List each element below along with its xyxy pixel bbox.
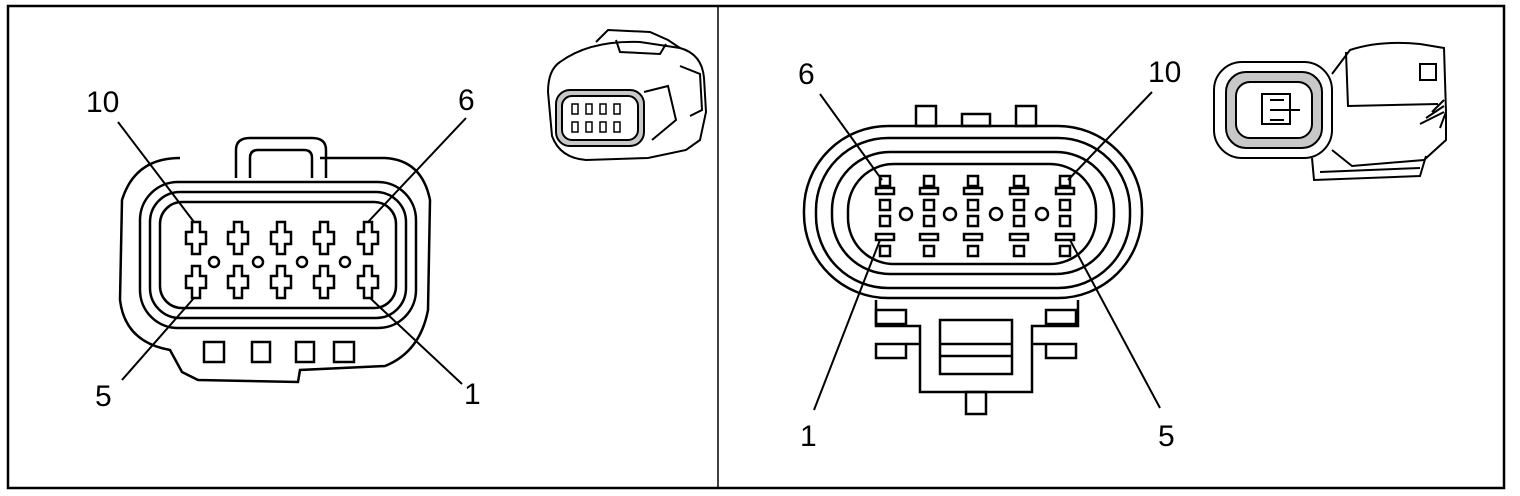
alignment-holes: [898, 206, 1050, 222]
left-terminals: [184, 220, 380, 300]
left-connector-face: [118, 136, 432, 384]
left-label-top-right: 6: [458, 84, 475, 117]
alignment-holes: [207, 255, 352, 269]
terminal-row-middle: [878, 198, 1072, 228]
right-connector-face: [802, 104, 1144, 416]
left-label-top-left: 10: [86, 86, 119, 119]
terminal-row-top: [874, 174, 1076, 196]
left-connector-3d-view: [546, 28, 708, 162]
outer-frame: [6, 4, 1506, 490]
left-label-bottom-left: 5: [95, 380, 112, 413]
left-label-bottom-right: 1: [464, 378, 481, 411]
right-label-top-left: 6: [798, 58, 815, 91]
right-label-bottom-right: 5: [1158, 420, 1175, 453]
right-label-bottom-left: 1: [800, 420, 817, 453]
terminal-row-bottom: [184, 264, 380, 300]
right-leader-lines: [813, 91, 1161, 411]
left-leader-lines: [117, 117, 467, 385]
right-connector-3d-view: [1213, 41, 1448, 182]
terminal-row-top: [184, 220, 380, 256]
right-terminals: [874, 174, 1076, 258]
right-label-top-right: 10: [1148, 56, 1181, 89]
terminal-row-bottom: [874, 232, 1076, 258]
